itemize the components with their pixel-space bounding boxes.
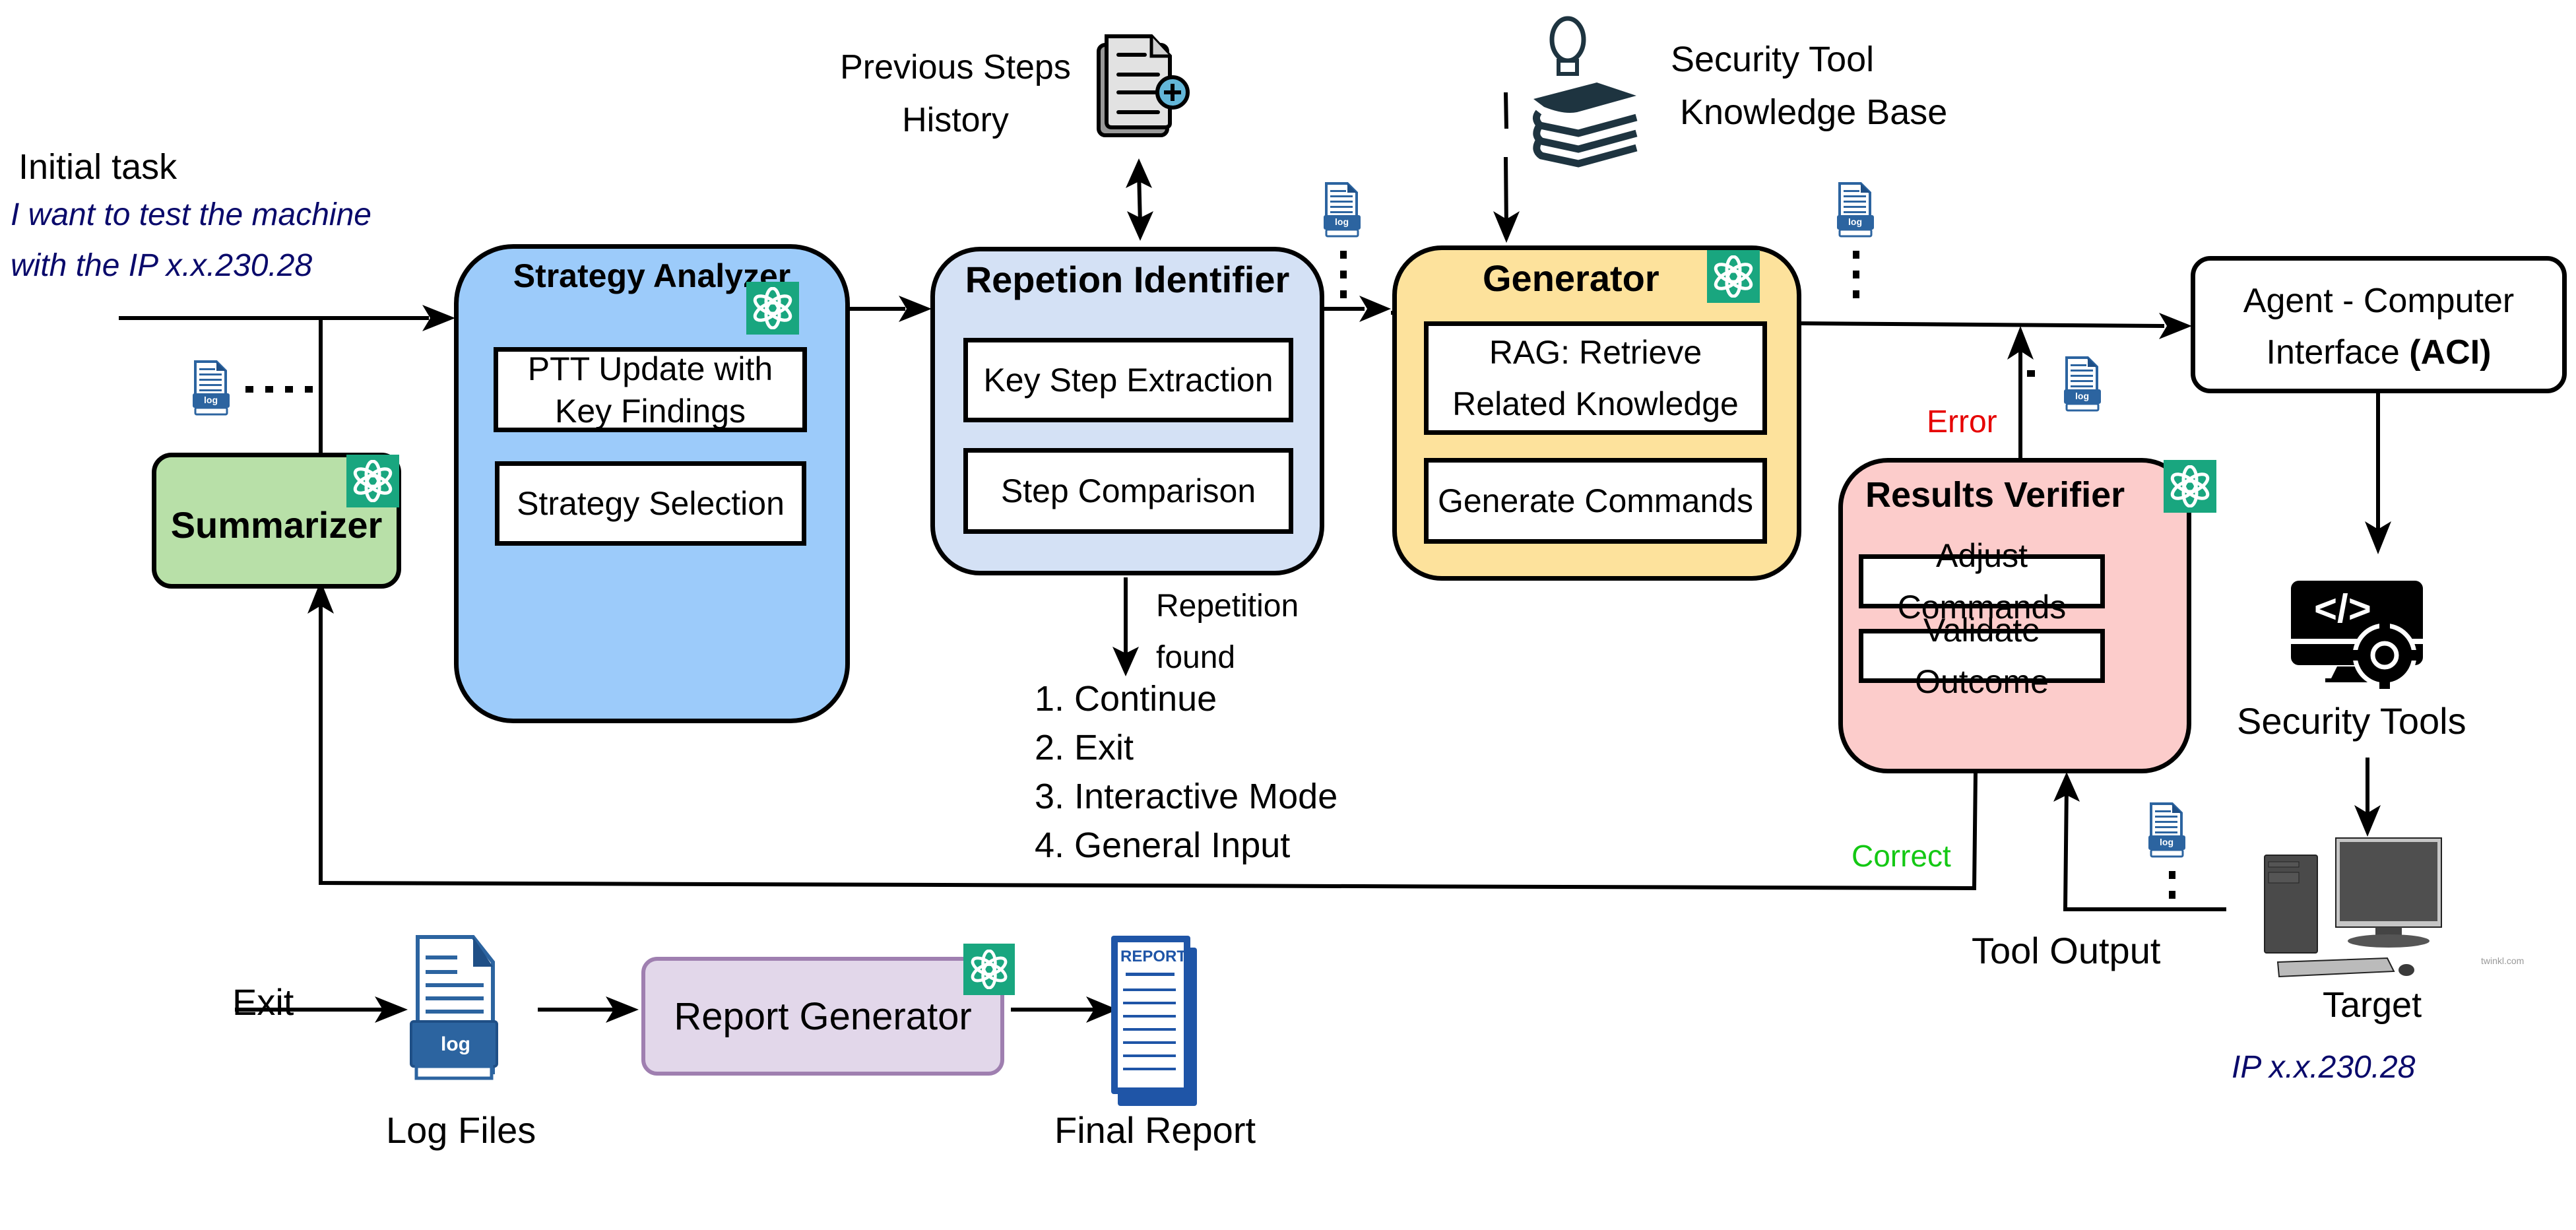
strategy-selection-step[interactable]: Strategy Selection: [495, 461, 806, 546]
repetition-found-line1: Repetition: [1156, 589, 1299, 624]
log-icon: [1322, 182, 1362, 238]
results-verifier-node[interactable]: Results Verifier Adjust Commands Validat…: [1838, 458, 2216, 773]
history-label: Previous Steps History: [823, 41, 1087, 146]
correct-label: Correct: [1852, 839, 1951, 873]
openai-logo-icon: [963, 944, 1015, 995]
option-general-input[interactable]: 4. General Input: [1035, 825, 1291, 865]
key-step-extraction-step[interactable]: Key Step Extraction: [963, 338, 1293, 422]
knowledge-base-line1: Security Tool: [1671, 40, 1875, 79]
initial-task-label: Initial task: [18, 147, 177, 187]
knowledge-base-line2: Knowledge Base: [1680, 92, 1948, 132]
generator-title: Generator: [1483, 257, 1659, 299]
error-label: Error: [1927, 405, 1997, 439]
history-label-line1: Previous Steps: [840, 48, 1071, 86]
openai-logo-icon: [1707, 250, 1760, 303]
repetition-options-list: 1. Continue 2. Exit 3. Interactive Mode …: [1035, 674, 1337, 870]
log-files-icon: [410, 935, 498, 1080]
report-generator-node[interactable]: Report Generator: [641, 944, 1015, 1076]
knowledge-base-books-icon: [1533, 16, 1638, 168]
target-watermark: twinkl.com: [2481, 955, 2525, 966]
validate-outcome-step[interactable]: Validate Outcome: [1859, 612, 2105, 700]
aci-line2-prefix: Interface: [2266, 333, 2410, 372]
initial-task-prompt-line1: I want to test the machine: [11, 197, 371, 232]
exit-label: Exit: [232, 981, 294, 1023]
summarizer-node[interactable]: Summarizer: [152, 453, 401, 589]
step-comparison-step[interactable]: Step Comparison: [963, 448, 1293, 534]
history-document-icon: [1097, 34, 1190, 137]
openai-logo-icon: [346, 455, 399, 507]
final-report-icon: [1111, 936, 1197, 1106]
log-icon: [191, 360, 231, 416]
option-continue[interactable]: 1. Continue: [1035, 679, 1217, 719]
summarizer-title: Summarizer: [170, 504, 383, 546]
repetition-found-label: Repetition found: [1156, 581, 1299, 684]
log-icon-text: log: [1335, 216, 1349, 227]
option-interactive-mode[interactable]: 3. Interactive Mode: [1035, 777, 1338, 816]
repetition-found-line2: found: [1156, 640, 1236, 675]
strategy-analyzer-node[interactable]: Strategy Analyzer PTT Update with Key Fi…: [454, 244, 850, 723]
knowledge-base-label: Security Tool Knowledge Base: [1671, 33, 1947, 139]
rag-retrieve-step[interactable]: RAG: Retrieve Related Knowledge: [1424, 321, 1767, 435]
log-icon-text: log: [2075, 391, 2089, 401]
adjust-commands-step[interactable]: Adjust Commands: [1859, 537, 2105, 626]
repetition-identifier-node[interactable]: Repetion Identifier Key Step Extraction …: [930, 247, 1324, 575]
generator-to-aci-arrow: [1801, 321, 2165, 328]
log-files-label: Log Files: [386, 1109, 536, 1151]
initial-task-prompt-line2: with the IP x.x.230.28: [11, 248, 313, 283]
rag-line1: RAG: Retrieve: [1489, 334, 1702, 371]
openai-logo-icon: [746, 282, 799, 335]
ptt-update-line2: Key Findings: [554, 392, 746, 430]
aci-node[interactable]: Agent - Computer Interface (ACI): [2191, 256, 2567, 393]
generator-node[interactable]: Generator RAG: Retrieve Related Knowledg…: [1392, 245, 1801, 581]
aci-abbrev: (ACI): [2409, 333, 2492, 372]
code-glyph: </>: [2314, 587, 2371, 631]
report-generator-title: Report Generator: [674, 994, 972, 1038]
aci-line2: Interface (ACI): [2195, 327, 2562, 378]
correct-feedback-arrow: [319, 594, 1978, 891]
log-icon-text: log: [2160, 837, 2174, 847]
ptt-update-line1: PTT Update with: [527, 350, 773, 387]
log-icon-text: log: [204, 395, 218, 405]
log-icon: [1836, 182, 1875, 238]
strategy-analyzer-title: Strategy Analyzer: [513, 257, 791, 294]
option-exit[interactable]: 2. Exit: [1035, 728, 1134, 767]
security-tools-label: Security Tools: [2237, 700, 2466, 742]
openai-logo-icon: [2164, 460, 2216, 513]
log-icon: [2063, 356, 2102, 412]
tool-output-label: Tool Output: [1972, 930, 2161, 971]
log-icon: [2147, 802, 2187, 858]
tool-output-arrow: [2063, 785, 2226, 911]
report-icon-text: REPORT: [1120, 948, 1187, 965]
history-label-line2: History: [902, 101, 1009, 139]
repetition-identifier-title: Repetion Identifier: [965, 259, 1290, 300]
aci-line1: Agent - Computer: [2243, 282, 2515, 320]
results-verifier-title: Results Verifier: [1865, 475, 2125, 515]
target-label: Target: [2323, 985, 2422, 1025]
log-icon-text: log: [1848, 216, 1862, 227]
ptt-update-step[interactable]: PTT Update with Key Findings: [494, 347, 807, 432]
security-tools-monitor-gear-icon: [2291, 581, 2423, 689]
rag-line2: Related Knowledge: [1452, 385, 1739, 422]
target-computer-icon: [2264, 837, 2442, 978]
log-files-icon-text: log: [441, 1033, 470, 1055]
target-ip: IP x.x.230.28: [2232, 1050, 2416, 1085]
final-report-label: Final Report: [1054, 1109, 1256, 1151]
generate-commands-step[interactable]: Generate Commands: [1424, 458, 1767, 544]
